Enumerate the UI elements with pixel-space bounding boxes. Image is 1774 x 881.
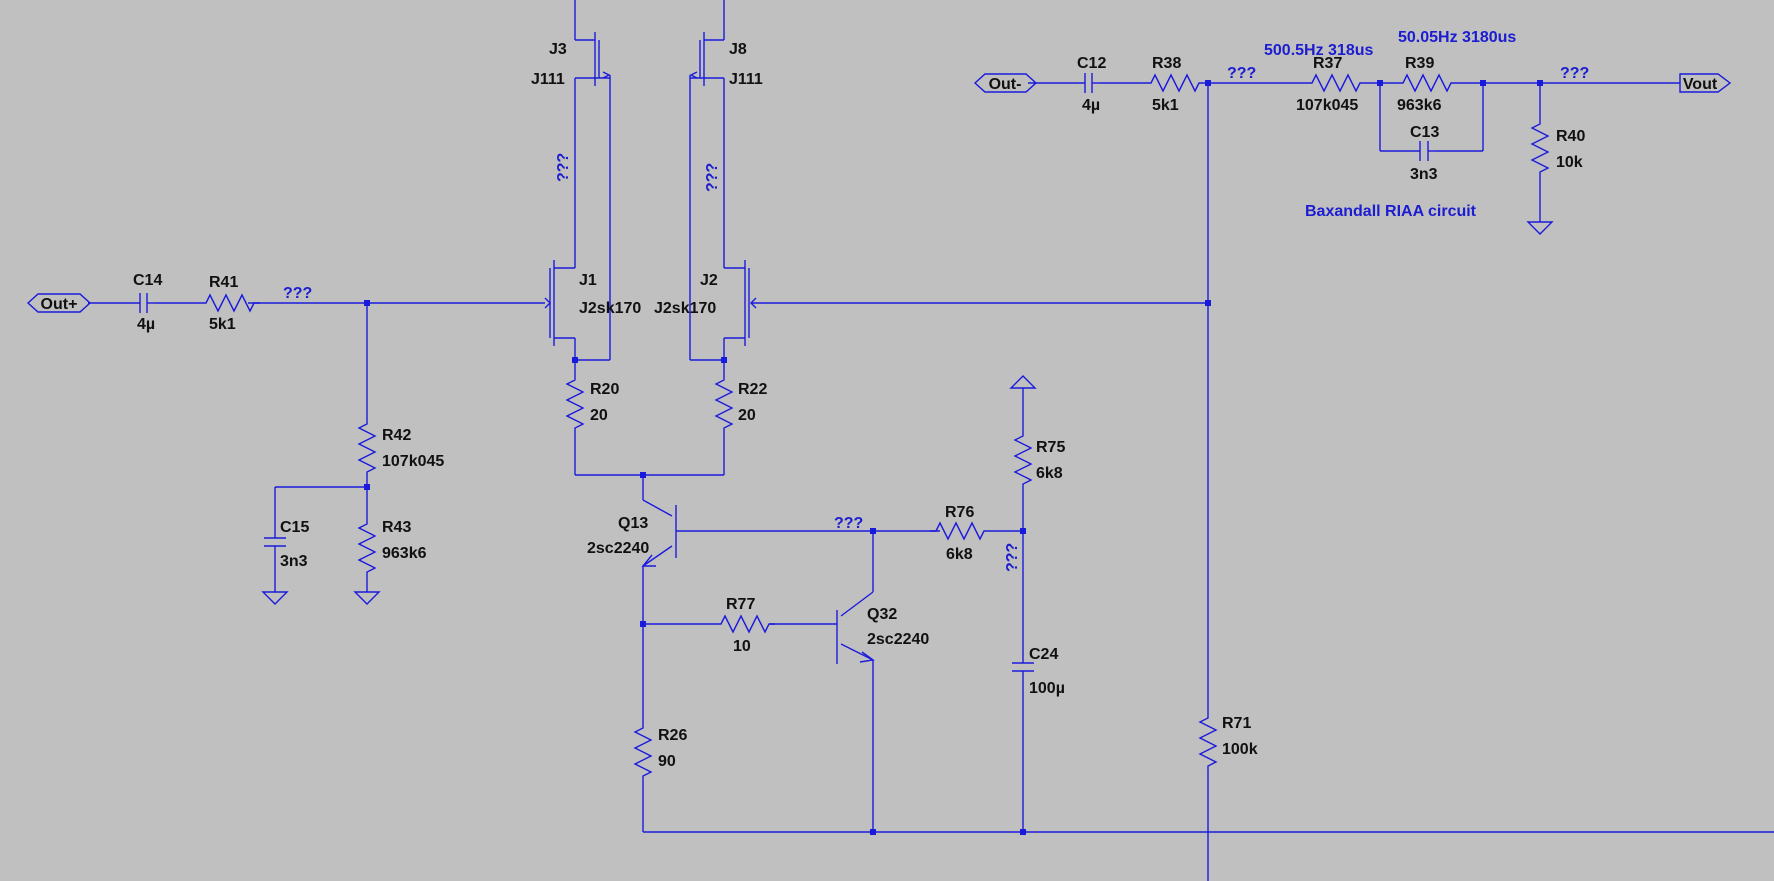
value-R71: 100k	[1222, 741, 1258, 758]
resistor-R75	[1014, 429, 1032, 491]
resistor-R26	[634, 721, 652, 783]
net-label-r71-top: ???	[1227, 65, 1256, 82]
value-R39: 963k6	[1397, 97, 1442, 114]
ref-J8: J8	[729, 41, 747, 58]
net-label-q13-base: ???	[834, 515, 863, 532]
ground-symbol-r40	[1526, 221, 1554, 235]
ref-R75: R75	[1036, 439, 1065, 456]
net-label-r75-node: ???	[1004, 543, 1021, 572]
value-R41: 5k1	[209, 316, 236, 333]
value-J8: J111	[729, 71, 763, 88]
annotation-title: Baxandall RIAA circuit	[1305, 203, 1477, 220]
net-labels: ??? ??? ??? ??? ??? ??? ???	[283, 65, 1589, 572]
port-out-minus	[973, 73, 1038, 93]
value-R26: 90	[658, 753, 676, 770]
value-Q32: 2sc2240	[867, 631, 929, 648]
resistor-R38	[1144, 74, 1206, 92]
value-R43: 963k6	[382, 545, 427, 562]
ref-C13: C13	[1410, 124, 1439, 141]
value-J3: J111	[531, 71, 565, 88]
ref-R38: R38	[1152, 55, 1181, 72]
grounds	[261, 221, 1554, 605]
ref-R26: R26	[658, 727, 687, 744]
value-J2: J2sk170	[654, 300, 716, 317]
value-C15: 3n3	[280, 553, 308, 570]
transistors	[544, 32, 875, 663]
net-label-j3-drain: ???	[555, 153, 572, 182]
ref-C12: C12	[1077, 55, 1106, 72]
value-R40: 10k	[1556, 154, 1583, 171]
wires	[88, 0, 1774, 881]
value-R38: 5k1	[1152, 97, 1179, 114]
resistor-R20	[566, 373, 584, 435]
value-C12: 4µ	[1082, 97, 1100, 114]
ref-R76: R76	[945, 504, 974, 521]
ref-R40: R40	[1556, 128, 1585, 145]
value-R20: 20	[590, 407, 608, 424]
component-labels: J3 J111 J8 J111 J1 J2sk170 J2 J2sk170 C1…	[133, 41, 1585, 770]
ref-R20: R20	[590, 381, 619, 398]
junction-dots	[364, 80, 1543, 835]
ref-R39: R39	[1405, 55, 1434, 72]
resistor-R71	[1199, 711, 1217, 773]
ref-J3: J3	[549, 41, 567, 58]
resistor-R22	[715, 373, 733, 435]
ref-R42: R42	[382, 427, 411, 444]
net-label-vout-node: ???	[1560, 65, 1589, 82]
ref-C14: C14	[133, 272, 162, 289]
value-R77: 10	[733, 638, 751, 655]
ports	[26, 73, 1732, 313]
value-J1: J2sk170	[579, 300, 641, 317]
value-R22: 20	[738, 407, 756, 424]
annotation-500hz: 500.5Hz 318us	[1264, 42, 1374, 59]
value-C14: 4µ	[137, 316, 155, 333]
ref-R37: R37	[1313, 55, 1342, 72]
value-R42: 107k045	[382, 453, 444, 470]
value-R76: 6k8	[946, 546, 973, 563]
annotation-50hz: 50.05Hz 3180us	[1398, 29, 1516, 46]
ref-R41: R41	[209, 274, 238, 291]
resistor-R77	[714, 615, 776, 633]
ref-R22: R22	[738, 381, 767, 398]
port-label-vout: Vout	[1683, 76, 1718, 93]
ref-C24: C24	[1029, 646, 1058, 663]
port-vout	[1679, 73, 1732, 93]
ref-Q32: Q32	[867, 606, 897, 623]
port-label-out-plus: Out+	[41, 296, 78, 313]
resistor-R40	[1531, 117, 1549, 179]
net-label-r41-out: ???	[283, 285, 312, 302]
capacitors	[139, 73, 1436, 677]
value-C13: 3n3	[1410, 166, 1438, 183]
resistor-R43	[358, 517, 376, 579]
ground-symbol-c15	[261, 591, 289, 605]
port-label-out-minus: Out-	[989, 76, 1022, 93]
ref-R43: R43	[382, 519, 411, 536]
ref-R77: R77	[726, 596, 755, 613]
ref-C15: C15	[280, 519, 309, 536]
supply-symbol-r75	[1009, 375, 1037, 389]
resistor-R42	[358, 417, 376, 479]
port-out-plus	[26, 293, 92, 313]
ref-J1: J1	[579, 272, 597, 289]
ref-J2: J2	[700, 272, 718, 289]
value-C24: 100µ	[1029, 680, 1065, 697]
ref-R71: R71	[1222, 715, 1251, 732]
value-R75: 6k8	[1036, 465, 1063, 482]
value-R37: 107k045	[1296, 97, 1358, 114]
ref-Q13: Q13	[618, 515, 648, 532]
net-label-j8-drain: ???	[704, 163, 721, 192]
ground-symbol-r43	[353, 591, 381, 605]
resistor-R39	[1396, 74, 1458, 92]
resistor-R37	[1305, 74, 1367, 92]
value-Q13: 2sc2240	[587, 540, 649, 557]
